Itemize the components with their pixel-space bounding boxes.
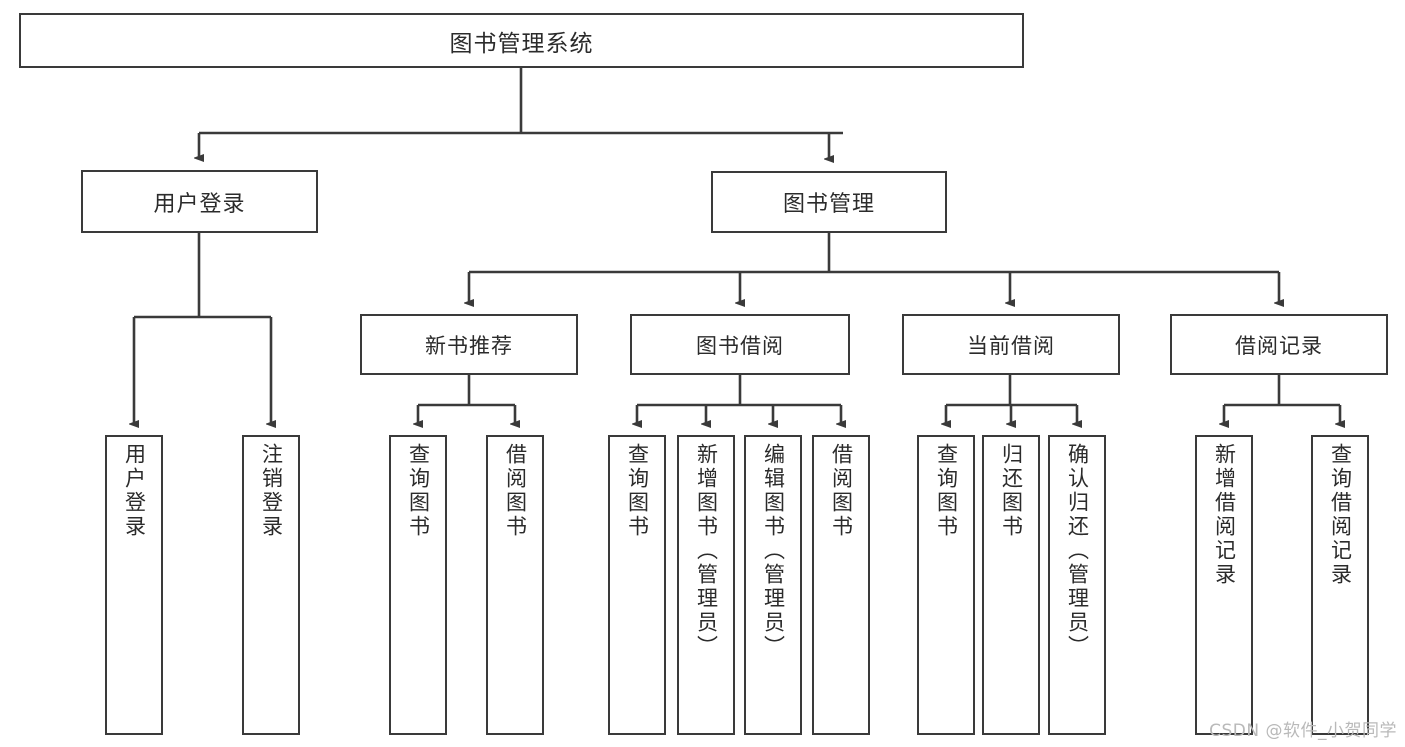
watermark-text: CSDN @软件_小贺同学 (1209, 721, 1397, 741)
leaf-borrow-query-book[interactable]: 查询图书 (608, 435, 666, 735)
leaf-current-return-book[interactable]: 归还图书 (982, 435, 1040, 735)
leaf-borrow-borrow-book-label: 借阅图书 (829, 443, 854, 539)
node-current-borrow[interactable]: 当前借阅 (902, 314, 1120, 375)
node-user-login[interactable]: 用户登录 (81, 170, 318, 233)
node-user-login-label: 用户登录 (153, 191, 246, 217)
leaf-current-return-book-label: 归还图书 (999, 443, 1024, 539)
leaf-borrow-borrow-book[interactable]: 借阅图书 (812, 435, 870, 735)
leaf-logout-login[interactable]: 注销登录 (242, 435, 300, 735)
leaf-borrow-edit-book-admin-label: 编辑图书（管理员） (761, 443, 786, 659)
leaf-user-login-label: 用户登录 (122, 443, 147, 539)
node-new-book-recommend[interactable]: 新书推荐 (360, 314, 578, 375)
leaf-borrow-add-book-admin[interactable]: 新增图书（管理员） (677, 435, 735, 735)
leaf-current-query-book-label: 查询图书 (934, 443, 959, 539)
leaf-record-query-record[interactable]: 查询借阅记录 (1311, 435, 1369, 735)
leaf-newbook-query-book-label: 查询图书 (406, 443, 431, 539)
leaf-borrow-query-book-label: 查询图书 (625, 443, 650, 539)
node-root-system[interactable]: 图书管理系统 (19, 13, 1024, 68)
node-book-borrow[interactable]: 图书借阅 (630, 314, 850, 375)
node-borrow-record-label: 借阅记录 (1235, 333, 1323, 358)
leaf-borrow-add-book-admin-label: 新增图书（管理员） (694, 443, 719, 659)
leaf-logout-login-label: 注销登录 (259, 443, 284, 539)
leaf-newbook-query-book[interactable]: 查询图书 (389, 435, 447, 735)
leaf-current-query-book[interactable]: 查询图书 (917, 435, 975, 735)
leaf-newbook-borrow-book[interactable]: 借阅图书 (486, 435, 544, 735)
leaf-record-add-record[interactable]: 新增借阅记录 (1195, 435, 1253, 735)
leaf-user-login[interactable]: 用户登录 (105, 435, 163, 735)
leaf-newbook-borrow-book-label: 借阅图书 (503, 443, 528, 539)
node-borrow-record[interactable]: 借阅记录 (1170, 314, 1388, 375)
node-book-manage[interactable]: 图书管理 (711, 171, 947, 233)
node-new-book-recommend-label: 新书推荐 (425, 333, 513, 358)
leaf-record-add-record-label: 新增借阅记录 (1212, 443, 1237, 587)
leaf-current-confirm-return-admin-label: 确认归还（管理员） (1065, 443, 1090, 659)
leaf-record-query-record-label: 查询借阅记录 (1328, 443, 1353, 587)
leaf-current-confirm-return-admin[interactable]: 确认归还（管理员） (1048, 435, 1106, 735)
node-root-system-label: 图书管理系统 (449, 30, 594, 57)
node-current-borrow-label: 当前借阅 (967, 333, 1055, 358)
node-book-manage-label: 图书管理 (782, 192, 875, 217)
leaf-borrow-edit-book-admin[interactable]: 编辑图书（管理员） (744, 435, 802, 735)
node-book-borrow-label: 图书借阅 (696, 333, 784, 358)
